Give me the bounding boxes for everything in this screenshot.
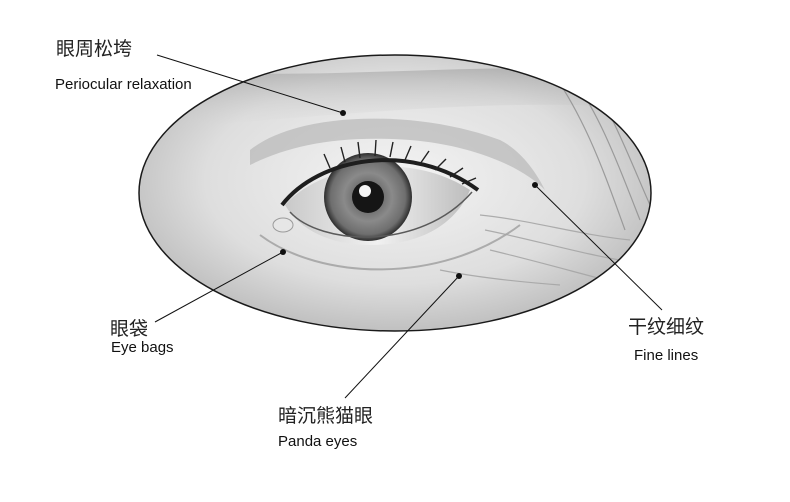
label-en-fine-lines: Fine lines [634,347,698,364]
leader-line-periocular [156,54,344,114]
annotation-panda-eyes: 暗沉熊猫眼 Panda eyes [278,273,462,450]
marker-dot-eye-bags [280,249,286,255]
label-zh-eye-bags: 眼袋 [110,318,148,340]
marker-dot-panda-eyes [456,273,462,279]
label-zh-fine-lines: 干纹细纹 [628,316,704,338]
marker-dot-fine-lines [532,182,538,188]
leader-line-panda-eyes [344,275,460,399]
leader-line-fine-lines [534,184,663,311]
label-en-periocular: Periocular relaxation [55,76,192,93]
label-zh-panda-eyes: 暗沉熊猫眼 [278,405,373,427]
leader-line-eye-bags [154,251,284,323]
label-zh-periocular: 眼周松垮 [56,38,132,60]
annotation-periocular: 眼周松垮 Periocular relaxation [55,38,346,116]
photo-frame-oval [138,54,652,332]
marker-dot-periocular [340,110,346,116]
annotation-fine-lines: 干纹细纹 Fine lines [532,182,704,364]
annotation-eye-bags: 眼袋 Eye bags [110,249,286,356]
eye-photo [139,55,651,331]
label-en-panda-eyes: Panda eyes [278,433,357,450]
label-en-eye-bags: Eye bags [111,339,174,356]
